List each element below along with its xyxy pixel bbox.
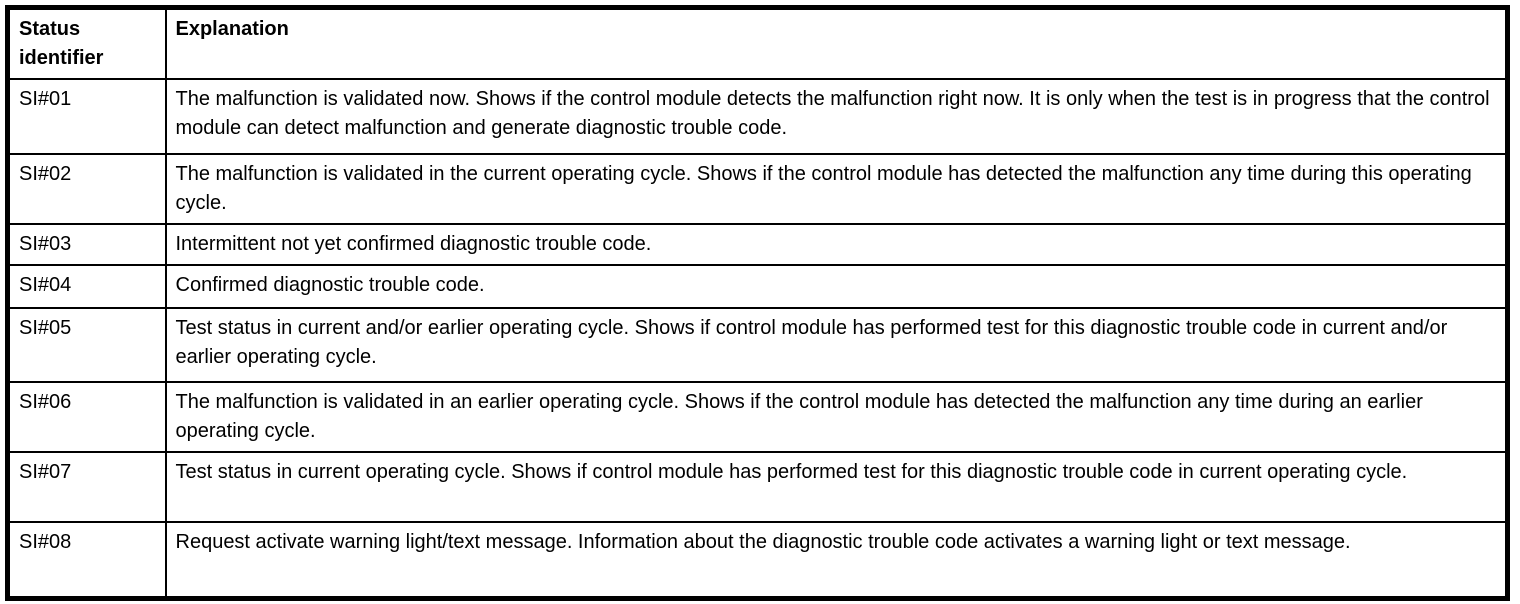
explanation-cell: The malfunction is validated in an earli… xyxy=(164,381,1509,453)
table-row-si05: SI#05 Test status in current and/or earl… xyxy=(6,307,1509,383)
status-cell: SI#08 xyxy=(6,521,167,599)
status-cell: SI#06 xyxy=(6,381,167,453)
table-row-si02: SI#02 The malfunction is validated in th… xyxy=(6,153,1509,225)
status-cell: SI#04 xyxy=(6,264,167,309)
table-row-si01: SI#01 The malfunction is validated now. … xyxy=(6,78,1509,155)
explanation-cell: Test status in current operating cycle. … xyxy=(164,451,1509,523)
status-cell: SI#05 xyxy=(6,307,167,383)
explanation-cell: Request activate warning light/text mess… xyxy=(164,521,1509,599)
table-row-si03: SI#03 Intermittent not yet confirmed dia… xyxy=(6,223,1509,266)
header-explanation: Explanation xyxy=(164,6,1509,80)
table-row-si08: SI#08 Request activate warning light/tex… xyxy=(6,521,1509,599)
status-cell: SI#02 xyxy=(6,153,167,225)
status-cell: SI#07 xyxy=(6,451,167,523)
explanation-cell: The malfunction is validated in the curr… xyxy=(164,153,1509,225)
header-status-identifier: Status identifier xyxy=(6,6,167,80)
explanation-cell: The malfunction is validated now. Shows … xyxy=(164,78,1509,155)
table-row-si07: SI#07 Test status in current operating c… xyxy=(6,451,1509,523)
table-row-si04: SI#04 Confirmed diagnostic trouble code. xyxy=(6,264,1509,309)
status-cell: SI#01 xyxy=(6,78,167,155)
status-cell: SI#03 xyxy=(6,223,167,266)
explanation-cell: Intermittent not yet confirmed diagnosti… xyxy=(164,223,1509,266)
status-identifier-table: Status identifier Explanation SI#01 The … xyxy=(5,5,1510,601)
table-row-si06: SI#06 The malfunction is validated in an… xyxy=(6,381,1509,453)
explanation-cell: Confirmed diagnostic trouble code. xyxy=(164,264,1509,309)
table-header-row: Status identifier Explanation xyxy=(6,6,1509,80)
explanation-cell: Test status in current and/or earlier op… xyxy=(164,307,1509,383)
